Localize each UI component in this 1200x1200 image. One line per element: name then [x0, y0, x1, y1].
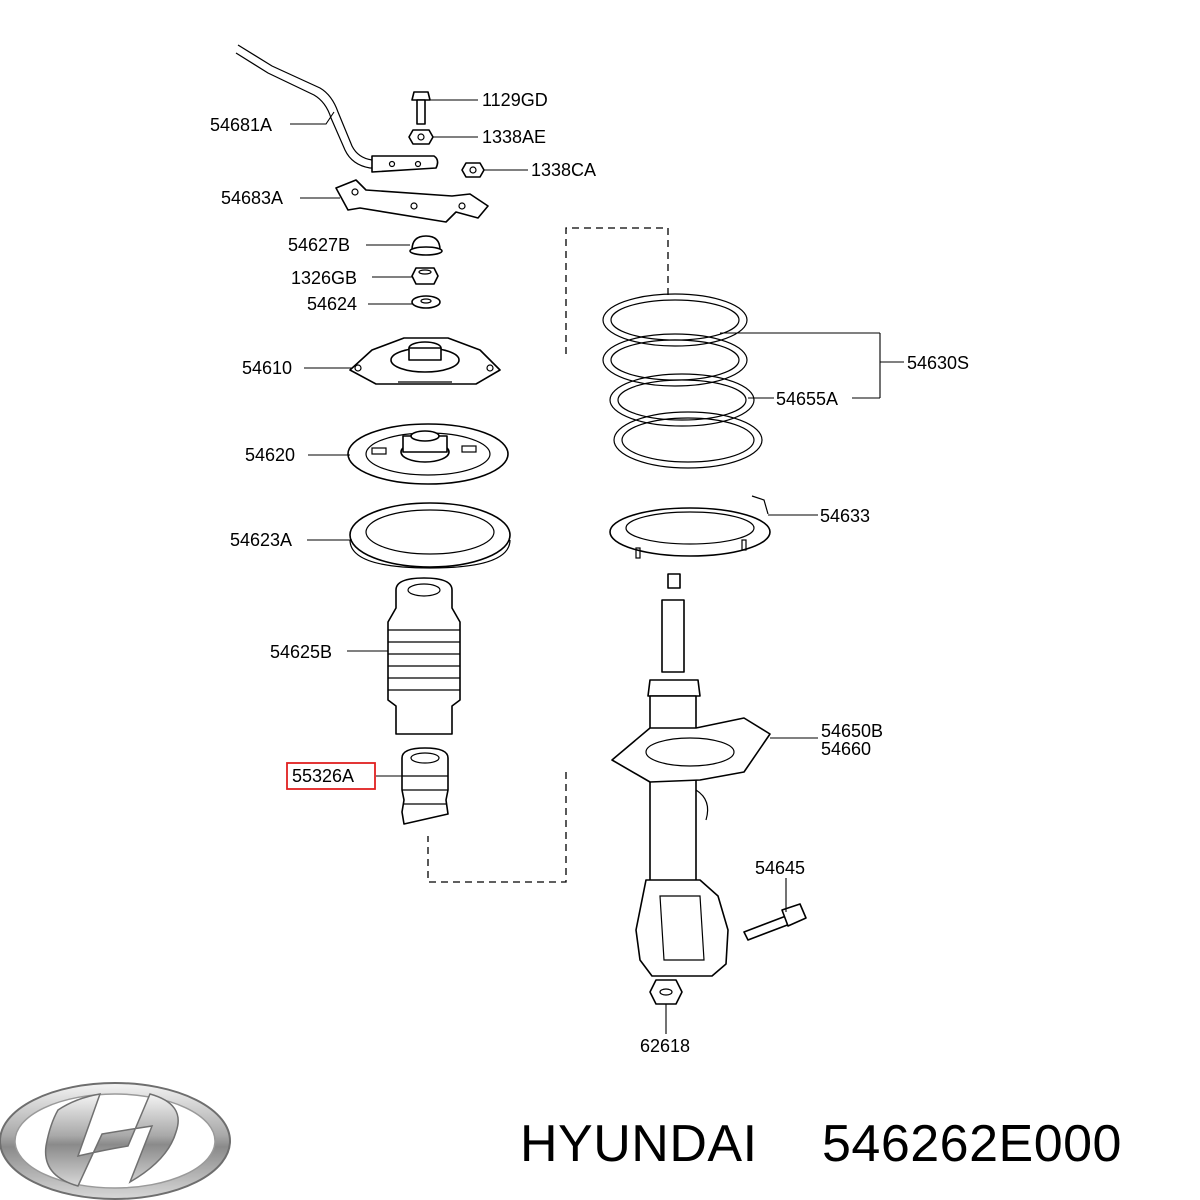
nut-1338ca-part	[461, 162, 485, 178]
strut-assembly-54650b-part	[611, 573, 771, 977]
coil-spring-54655a-part	[602, 293, 763, 469]
label-55326a: 55326A	[292, 766, 354, 786]
dust-boot-54625b-part	[387, 577, 461, 735]
strut-mount-54610-part	[349, 337, 501, 385]
label-54623a: 54623A	[230, 530, 292, 550]
bolt-54645-part	[743, 903, 807, 941]
bump-stop-55326a-part	[401, 747, 449, 825]
washer-54624-part	[411, 295, 441, 309]
label-54625b: 54625B	[270, 642, 332, 662]
label-54655a: 54655A	[776, 389, 838, 409]
label-54683a: 54683A	[221, 188, 283, 208]
spring-pad-54633-part	[609, 495, 771, 559]
leader-lines	[290, 99, 904, 1034]
label-1326gb: 1326GB	[291, 268, 357, 288]
label-54633: 54633	[820, 506, 870, 526]
label-54624: 54624	[307, 294, 357, 314]
assembly-bracket-dashed-top	[565, 227, 669, 354]
label-54620: 54620	[245, 445, 295, 465]
hyundai-logo-icon	[0, 1082, 231, 1200]
nut-1326gb-part	[411, 267, 439, 285]
bracket-54683a-part	[335, 179, 489, 223]
part-number: 546262E000	[822, 1115, 1122, 1173]
label-1338ca: 1338CA	[531, 160, 596, 180]
insulator-ring-54623a-part	[349, 502, 511, 569]
label-54610: 54610	[242, 358, 292, 378]
label-54627b: 54627B	[288, 235, 350, 255]
brand-name: HYUNDAI	[520, 1115, 758, 1173]
nut-62618-part	[649, 979, 683, 1005]
label-54681a: 54681A	[210, 115, 272, 135]
highlight-box-55326a	[286, 762, 376, 790]
label-54630s: 54630S	[907, 353, 969, 373]
stabilizer-link-part	[235, 44, 439, 173]
label-62618: 62618	[640, 1036, 690, 1056]
label-1338ae: 1338AE	[482, 127, 546, 147]
bearing-plate-54620-part	[347, 423, 509, 485]
cap-54627b-part	[409, 235, 443, 256]
nut-1338ae-part	[408, 129, 434, 145]
assembly-bracket-dashed-bottom	[427, 772, 567, 883]
label-54650b: 54650B	[821, 721, 883, 741]
label-54645: 54645	[755, 858, 805, 878]
bolt-1129gd-part	[411, 91, 431, 125]
label-54660: 54660	[821, 739, 871, 759]
label-1129gd: 1129GD	[482, 90, 548, 110]
